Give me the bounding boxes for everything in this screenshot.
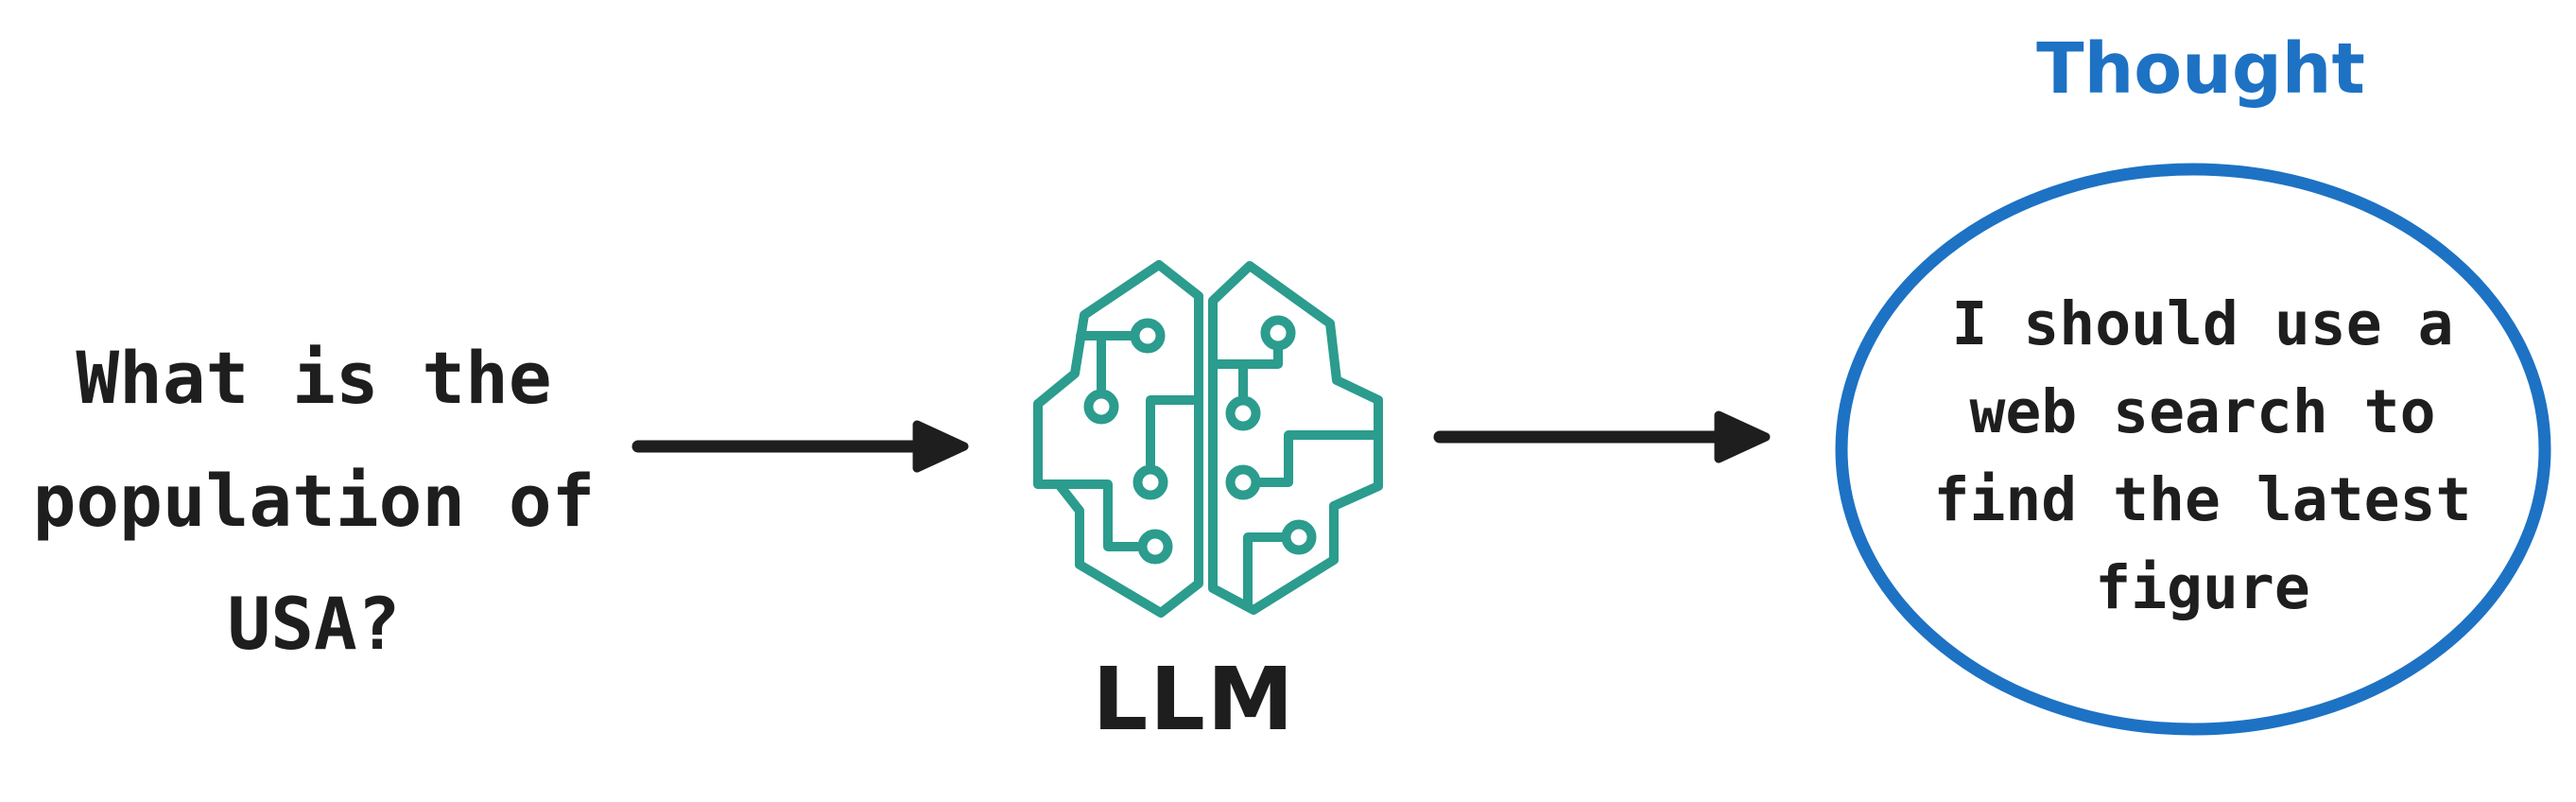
- circuit-trace: [1254, 430, 1383, 487]
- circuit-trace: [1146, 395, 1203, 469]
- arrow-llm-to-thought-bubble: [1433, 410, 1771, 463]
- circuit-node: [1225, 395, 1261, 431]
- brain-left-hemisphere: [1033, 260, 1203, 618]
- circuit-node: [1281, 519, 1317, 555]
- circuit-node: [1225, 464, 1261, 500]
- arrowhead-icon: [1714, 410, 1771, 463]
- thought-text: I should use a web search to find the la…: [1933, 289, 2472, 622]
- brain-circuit-icon: [1033, 260, 1383, 618]
- brain-right-hemisphere: [1208, 261, 1383, 615]
- circuit-node: [1137, 529, 1173, 565]
- arrow-question-to-llm-icon: [631, 420, 969, 473]
- circuit-trace: [1243, 532, 1287, 611]
- user-question-text: What is the population of USA?: [32, 336, 596, 666]
- circuit-trace: [1033, 479, 1142, 551]
- circuit-node: [1260, 315, 1296, 351]
- circuit-node: [1083, 389, 1119, 425]
- thought-bubble-ellipse: [1835, 163, 2551, 736]
- llm-label: LLM: [1092, 649, 1296, 750]
- thought-label: Thought: [2036, 28, 2365, 110]
- arrowhead-icon: [912, 420, 969, 473]
- circuit-trace: [1208, 345, 1283, 369]
- circuit-node: [1130, 318, 1166, 354]
- circuit-node: [1132, 464, 1168, 500]
